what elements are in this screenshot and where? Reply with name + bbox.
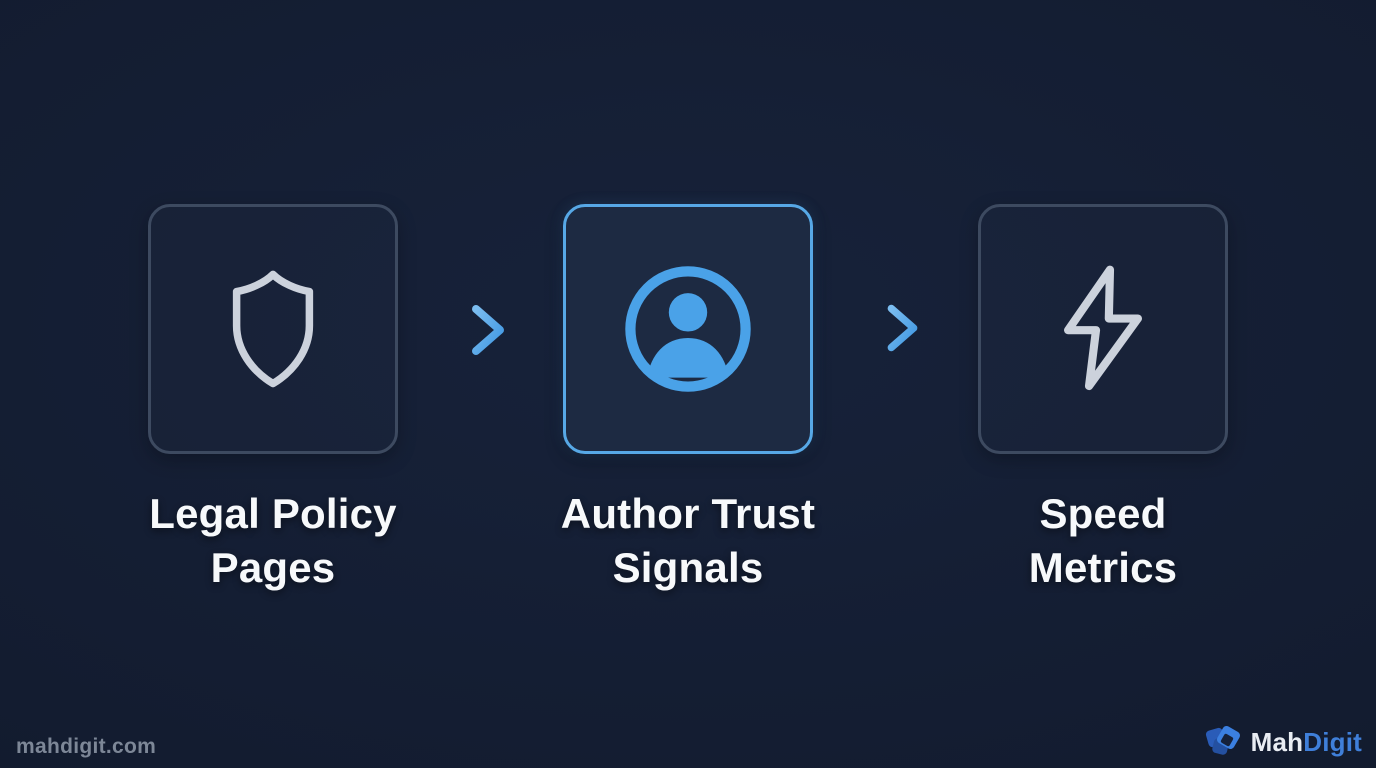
arrow-right-icon [449,302,508,358]
user-icon [625,266,751,392]
brand-logo: MahDigit [1204,724,1362,760]
user-box [563,204,813,454]
arrow-right-icon [866,302,923,354]
brand-prefix: Mah [1250,726,1304,757]
step-legal-policy-pages: Legal Policy Pages [93,204,453,595]
step-author-trust-signals: Author Trust Signals [508,204,868,595]
mahdigit-logo-icon [1205,725,1240,755]
brand-text: MahDigit [1251,727,1362,758]
lightning-icon [1064,265,1142,391]
step-label: Legal Policy Pages [149,490,397,591]
shield-box [148,204,398,454]
lightning-box [978,204,1228,454]
step-label: Author Trust Signals [560,490,816,591]
brand-suffix: Digit [1303,726,1362,757]
watermark: mahdigit.com [16,735,157,758]
step-speed-metrics: Speed Metrics [923,204,1283,595]
shield-icon [232,270,314,388]
step-label: Speed Metrics [1028,490,1178,591]
